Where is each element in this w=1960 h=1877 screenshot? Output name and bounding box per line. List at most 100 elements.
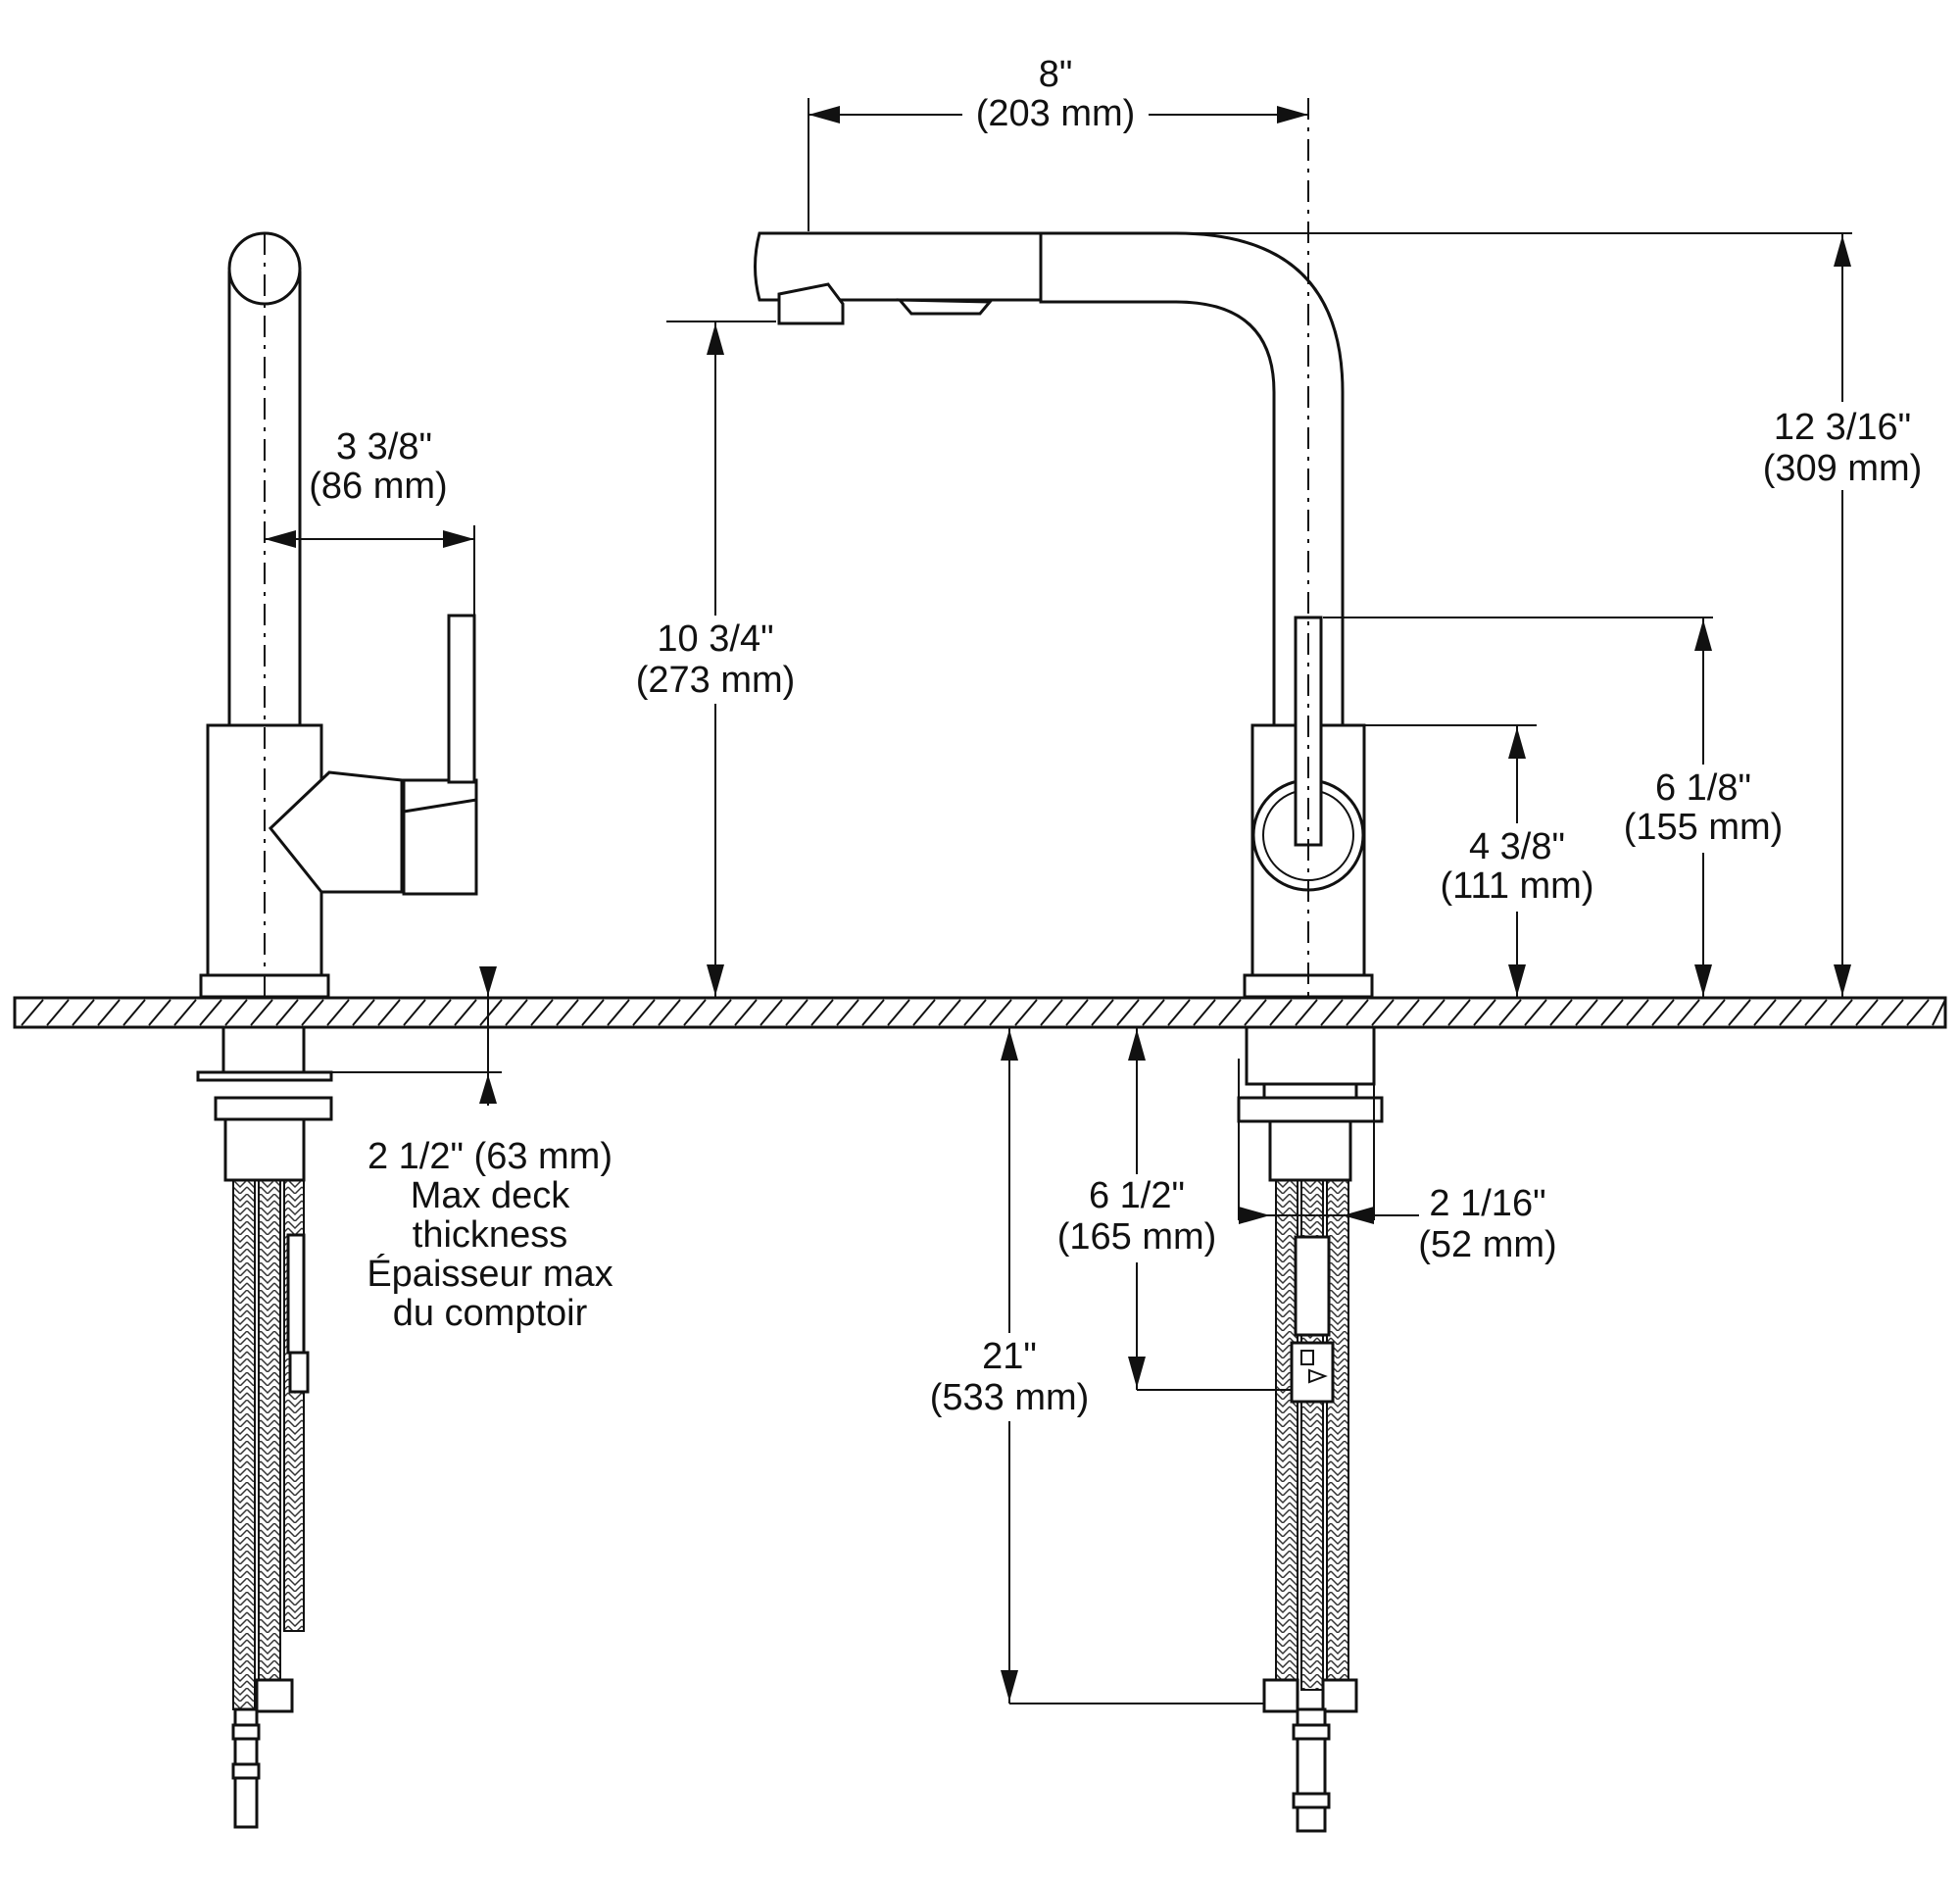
countertop-hatch-line [1447,999,1471,1026]
countertop-hatch-line [861,999,885,1026]
deck-note-line-2: Max deck [411,1175,571,1216]
dimension-labels: 8" (203 mm) 12 3/16" (309 mm) 10 3/4" (2… [309,51,1931,1421]
deck-thickness-note: 2 1/2" (63 mm) Max deck thickness Épaiss… [367,1136,612,1334]
base-diameter-metric: (52 mm) [1418,1224,1556,1265]
hose-length-imperial: 21" [982,1336,1037,1377]
countertop-hatch-line [301,999,324,1026]
body-height-metric: (111 mm) [1441,865,1594,907]
spout-height-metric: (273 mm) [636,660,796,701]
countertop-hatch-line [250,999,273,1026]
countertop-hatch-line [1702,999,1726,1026]
deck-note-line-5: du comptoir [393,1293,588,1334]
countertop-hatch-line [760,999,783,1026]
faucet-front-view [754,98,1384,1833]
hose-length-metric: (533 mm) [930,1377,1090,1418]
countertop-hatch-line [122,999,146,1026]
deck-note-line-1: 2 1/2" (63 mm) [368,1136,612,1177]
countertop-hatch-line [505,999,528,1026]
countertop-hatch-line [1753,999,1777,1026]
spout-height-imperial: 10 3/4" [657,618,773,660]
countertop-hatch-line [326,999,350,1026]
handle-top-height-metric: (155 mm) [1624,807,1784,848]
countertop-hatch-line [1932,999,1946,1026]
deck-note-line-3: thickness [413,1214,567,1256]
countertop-hatch-line [1881,999,1904,1026]
countertop-hatch-line [810,999,834,1026]
countertop-hatch-line [1549,999,1573,1026]
countertop-hatch-line [428,999,452,1026]
countertop-hatch-line [403,999,426,1026]
countertop-hatch-line [1371,999,1395,1026]
countertop-hatch-line [1244,999,1267,1026]
countertop-hatch-line [224,999,248,1026]
countertop-hatch-line [709,999,732,1026]
countertop-hatch-line [1473,999,1496,1026]
faucet-side-view [196,231,478,1829]
countertop-hatch-line [836,999,859,1026]
countertop-hatch-line [1218,999,1242,1026]
countertop-hatch-line [1065,999,1089,1026]
countertop-hatch-line [1346,999,1369,1026]
countertop-hatch-line [1524,999,1547,1026]
countertop-hatch-line [148,999,172,1026]
spout-reach-metric: (203 mm) [976,93,1136,134]
countertop-hatch-line [658,999,681,1026]
countertop-hatch-line [683,999,707,1026]
countertop-hatch-line [275,999,299,1026]
shank-length-imperial: 6 1/2" [1089,1175,1185,1216]
countertop-hatch-line [1626,999,1649,1026]
countertop-hatch-line [1906,999,1930,1026]
countertop-hatch-line [1804,999,1828,1026]
countertop-hatch-line [1295,999,1318,1026]
countertop-hatch-line [785,999,808,1026]
handle-top-height-imperial: 6 1/8" [1655,767,1751,809]
countertop-hatch-line [607,999,630,1026]
countertop-hatch-line [199,999,222,1026]
countertop-hatch-line [556,999,579,1026]
countertop-hatch-line [46,999,70,1026]
countertop-hatch-line [1855,999,1879,1026]
countertop-hatch-line [963,999,987,1026]
countertop-hatch-line [352,999,375,1026]
countertop-hatch-line [1600,999,1624,1026]
deck-note-line-4: Épaisseur max [367,1253,612,1295]
countertop-hatch-line [21,999,44,1026]
countertop-hatch-line [632,999,656,1026]
countertop-hatch-line [1830,999,1853,1026]
spout-reach-imperial: 8" [1039,54,1073,95]
countertop-section [13,996,1947,1029]
countertop-hatch-line [479,999,503,1026]
overall-height-metric: (309 mm) [1763,448,1923,489]
countertop-hatch-line [454,999,477,1026]
countertop-hatch-line [1779,999,1802,1026]
countertop-hatch-line [1040,999,1063,1026]
body-height-imperial: 4 3/8" [1469,826,1565,867]
countertop-hatch-line [377,999,401,1026]
countertop-hatch-line [1193,999,1216,1026]
countertop-hatch-line [1677,999,1700,1026]
countertop-hatch-line [1091,999,1114,1026]
handle-clearance-imperial: 3 3/8" [336,426,432,468]
countertop-hatch-line [530,999,554,1026]
overall-height-imperial: 12 3/16" [1774,407,1911,448]
countertop-hatch-line [1575,999,1598,1026]
base-diameter-imperial: 2 1/16" [1429,1183,1545,1224]
countertop-hatch-line [1142,999,1165,1026]
countertop-hatch-line [1269,999,1293,1026]
countertop-hatch-line [1167,999,1191,1026]
countertop-hatch-line [734,999,758,1026]
countertop-hatch-line [1116,999,1140,1026]
countertop-hatch-line [887,999,910,1026]
countertop-hatch-line [1396,999,1420,1026]
countertop-hatch-line [72,999,95,1026]
handle-clearance-metric: (86 mm) [309,466,447,507]
countertop-hatch-line [1422,999,1446,1026]
countertop-hatch-line [1728,999,1751,1026]
countertop-hatch-line [938,999,961,1026]
countertop-hatch-line [1651,999,1675,1026]
countertop-hatch-line [1014,999,1038,1026]
countertop-hatch-line [97,999,121,1026]
countertop-hatch-line [1498,999,1522,1026]
countertop-hatch-line [173,999,197,1026]
